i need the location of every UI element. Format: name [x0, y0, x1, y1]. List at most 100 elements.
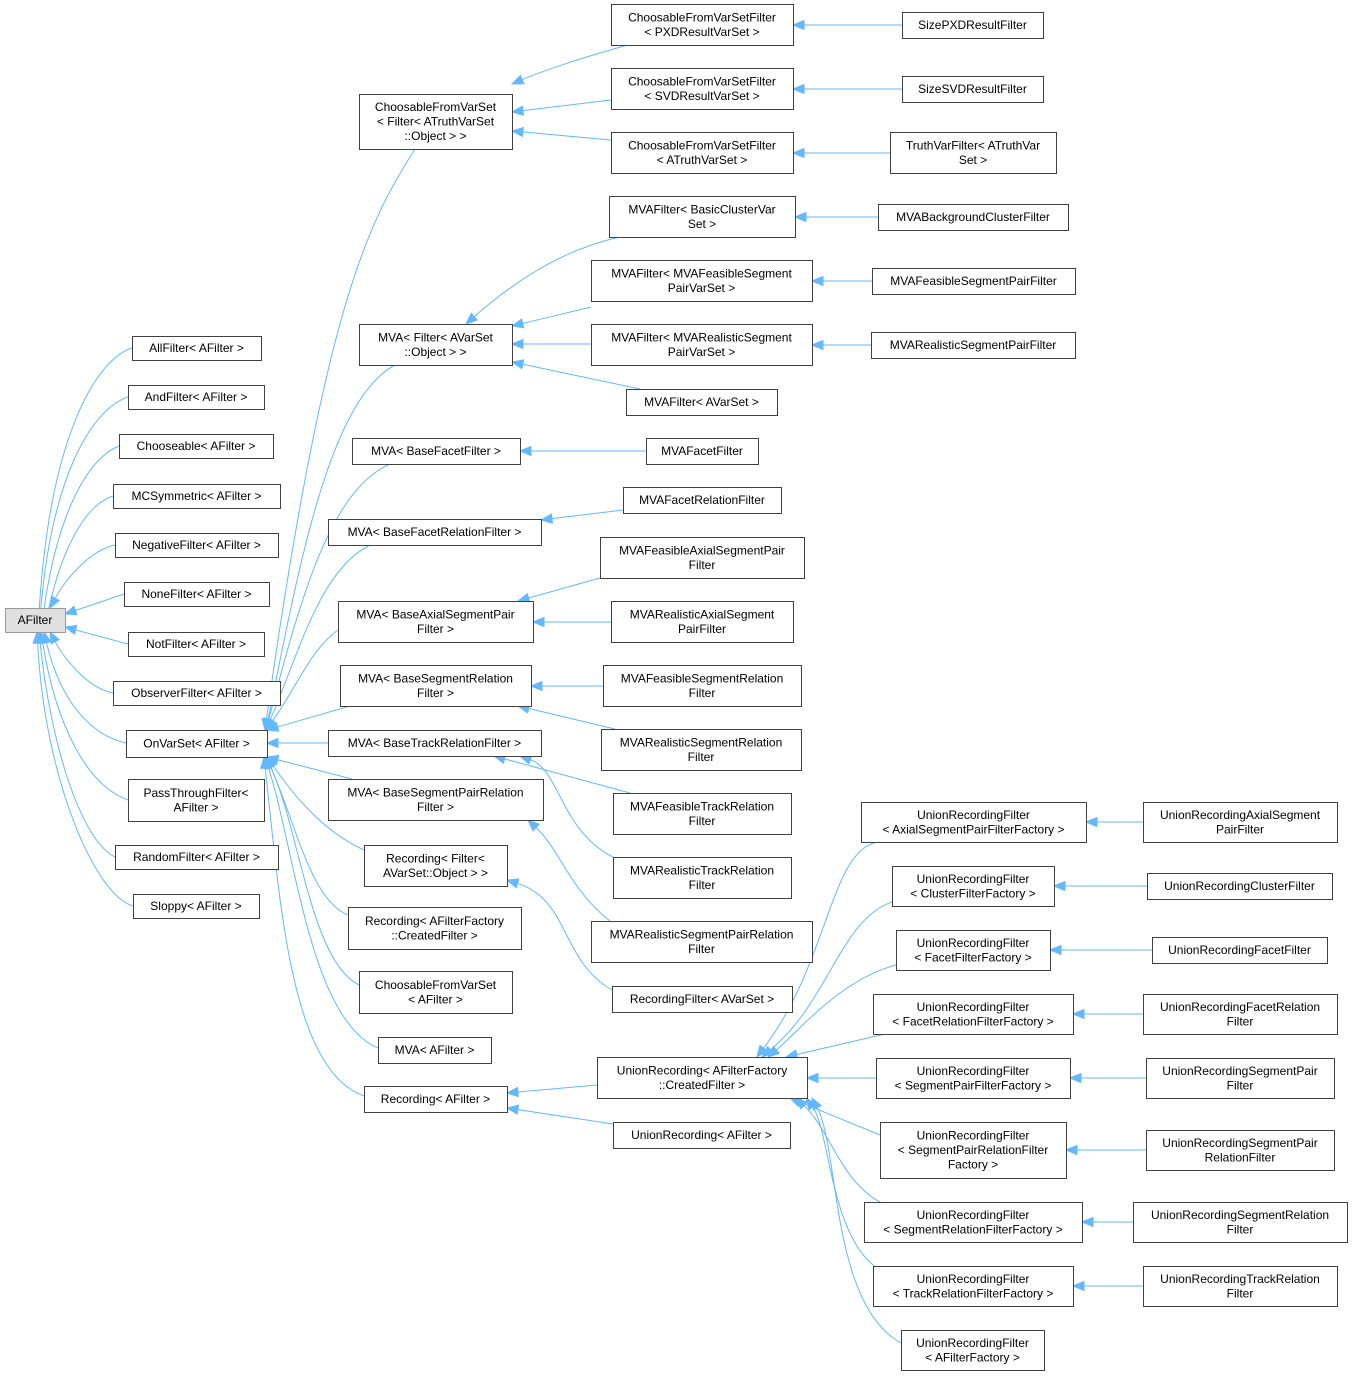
- inheritance-edge-urf-facetrel: [784, 1033, 886, 1060]
- class-node-urf-axial[interactable]: UnionRecordingFilter< AxialSegmentPairFi…: [861, 802, 1087, 843]
- inheritance-edge-truthvar: [791, 147, 890, 159]
- class-node-ur-cluster[interactable]: UnionRecordingClusterFilter: [1147, 873, 1333, 900]
- class-node-negativefilter[interactable]: NegativeFilter< AFilter >: [115, 533, 279, 558]
- edge-line: [776, 964, 897, 1051]
- class-node-label: MVAFeasibleSegmentRelation: [621, 671, 784, 685]
- edge-line: [54, 544, 116, 599]
- class-node-afilter[interactable]: AFilter: [5, 608, 66, 633]
- class-node-mvafacet[interactable]: MVAFacetFilter: [646, 438, 759, 465]
- class-node-nonefilter[interactable]: NoneFilter< AFilter >: [124, 582, 270, 607]
- class-node-urf-cluster[interactable]: UnionRecordingFilter< ClusterFilterFacto…: [892, 866, 1055, 907]
- class-node-box: [128, 779, 265, 822]
- class-node-cfvsf-pxd[interactable]: ChoosableFromVarSetFilter< PXDResultVarS…: [611, 4, 794, 46]
- class-node-ur-facet[interactable]: UnionRecordingFacetFilter: [1152, 937, 1328, 964]
- class-node-mvabgcluster[interactable]: MVABackgroundClusterFilter: [878, 204, 1069, 231]
- class-node-label: UnionRecordingSegmentPair: [1162, 1136, 1317, 1150]
- class-node-mva-avarset[interactable]: MVA< Filter< AVarSet::Object > >: [359, 324, 513, 366]
- class-node-onvarset[interactable]: OnVarSet< AFilter >: [126, 730, 268, 758]
- class-node-notfilter[interactable]: NotFilter< AFilter >: [128, 632, 265, 657]
- class-node-passthrough[interactable]: PassThroughFilter<AFilter >: [128, 779, 265, 822]
- edge-arrowhead: [1080, 1216, 1094, 1228]
- class-node-box: [1143, 994, 1338, 1035]
- class-node-urf-facetrel[interactable]: UnionRecordingFilter< FacetRelationFilte…: [873, 994, 1074, 1035]
- class-node-box: [359, 971, 513, 1014]
- class-node-box: [612, 986, 793, 1013]
- edge-line: [530, 759, 614, 858]
- class-node-urf-afilterfactory[interactable]: UnionRecordingFilter< AFilterFactory >: [901, 1330, 1045, 1371]
- inheritance-edge-ur-segpair: [1068, 1072, 1146, 1084]
- class-node-urf-trackrel[interactable]: UnionRecordingFilter< TrackRelationFilte…: [873, 1266, 1074, 1307]
- edge-line: [270, 766, 360, 986]
- class-node-mva-afilter[interactable]: MVA< AFilter >: [378, 1037, 492, 1064]
- class-node-randomfilter[interactable]: RandomFilter< AFilter >: [115, 845, 279, 870]
- class-node-box: [600, 537, 805, 579]
- edge-line: [521, 44, 629, 81]
- class-node-mvafacetrel[interactable]: MVAFacetRelationFilter: [623, 487, 782, 514]
- class-node-sizepxd[interactable]: SizePXDResultFilter: [902, 12, 1044, 39]
- class-node-truthvar[interactable]: TruthVarFilter< ATruthVarSet >: [890, 132, 1057, 174]
- class-node-label: MVARealisticAxialSegment: [630, 607, 775, 621]
- class-node-sloppy[interactable]: Sloppy< AFilter >: [133, 894, 260, 919]
- class-node-observerfilter[interactable]: ObserverFilter< AFilter >: [113, 681, 281, 706]
- class-node-recfilter-avarset[interactable]: RecordingFilter< AVarSet >: [612, 986, 793, 1013]
- class-node-urf-segpairrel[interactable]: UnionRecordingFilter< SegmentPairRelatio…: [880, 1122, 1067, 1179]
- edge-line: [522, 306, 592, 324]
- class-node-label: UnionRecordingFilter: [917, 872, 1030, 886]
- class-node-urf-segrel[interactable]: UnionRecordingFilter< SegmentRelationFil…: [864, 1202, 1083, 1243]
- class-node-urf-facet[interactable]: UnionRecordingFilter< FacetFilterFactory…: [896, 930, 1051, 971]
- class-node-mcsymmetric[interactable]: MCSymmetric< AFilter >: [113, 484, 281, 509]
- edge-arrowhead: [527, 819, 540, 832]
- edge-line: [522, 131, 612, 141]
- class-node-rec-created[interactable]: Recording< AFilterFactory::CreatedFilter…: [348, 907, 522, 950]
- edge-line: [46, 642, 127, 744]
- class-node-unionrec-created[interactable]: UnionRecording< AFilterFactory::CreatedF…: [597, 1057, 808, 1099]
- inheritance-edge-urf-axial: [756, 841, 879, 1059]
- class-node-allfilter[interactable]: AllFilter< AFilter >: [132, 336, 262, 361]
- class-node-urf-segpair[interactable]: UnionRecordingFilter< SegmentPairFilterF…: [876, 1058, 1071, 1099]
- class-node-mvaf-feasible[interactable]: MVAFilter< MVAFeasibleSegmentPairVarSet …: [591, 260, 813, 302]
- edge-line: [816, 1107, 906, 1346]
- class-node-label: < PXDResultVarSet >: [644, 25, 759, 39]
- class-node-mva-basefacet[interactable]: MVA< BaseFacetFilter >: [352, 438, 521, 465]
- class-node-rec-avarset[interactable]: Recording< Filter<AVarSet::Object > >: [364, 845, 508, 887]
- class-node-label: ::Object > >: [404, 345, 466, 359]
- class-node-sizesvd[interactable]: SizeSVDResultFilter: [902, 76, 1044, 103]
- class-node-mvaf-realistic[interactable]: MVAFilter< MVARealisticSegmentPairVarSet…: [591, 324, 813, 366]
- class-node-andfilter[interactable]: AndFilter< AFilter >: [128, 385, 265, 410]
- class-node-chooseable[interactable]: Chooseable< AFilter >: [119, 434, 274, 459]
- class-node-mvafeassegpair[interactable]: MVAFeasibleSegmentPairFilter: [872, 268, 1076, 295]
- class-node-cfvsf-svd[interactable]: ChoosableFromVarSetFilter< SVDResultVarS…: [611, 68, 794, 110]
- class-node-box: [603, 665, 802, 707]
- edge-arrowhead: [531, 616, 545, 628]
- inheritance-edge-mvaf-avarset: [510, 359, 641, 390]
- class-node-mvarealsegpair[interactable]: MVARealisticSegmentPairFilter: [871, 332, 1076, 359]
- class-node-mva-basetrackrel[interactable]: MVA< BaseTrackRelationFilter >: [328, 730, 542, 757]
- inheritance-edge-nonefilter: [63, 593, 125, 616]
- class-node-mva-basefacetrel[interactable]: MVA< BaseFacetRelationFilter >: [328, 519, 542, 546]
- class-node-unionrec-afilter[interactable]: UnionRecording< AFilter >: [613, 1122, 791, 1149]
- class-node-mvaf-avarset[interactable]: MVAFilter< AVarSet >: [626, 389, 778, 416]
- class-node-cfvs-afilter[interactable]: ChoosableFromVarSet< AFilter >: [359, 971, 513, 1014]
- class-node-label: UnionRecordingClusterFilter: [1164, 879, 1315, 893]
- class-node-cfvs-truth[interactable]: ChoosableFromVarSet< Filter< ATruthVarSe…: [359, 94, 513, 150]
- class-node-cfvsf-truth[interactable]: ChoosableFromVarSetFilter< ATruthVarSet …: [611, 132, 794, 174]
- class-node-rec-afilter[interactable]: Recording< AFilter >: [364, 1086, 508, 1113]
- edge-line: [770, 901, 893, 1051]
